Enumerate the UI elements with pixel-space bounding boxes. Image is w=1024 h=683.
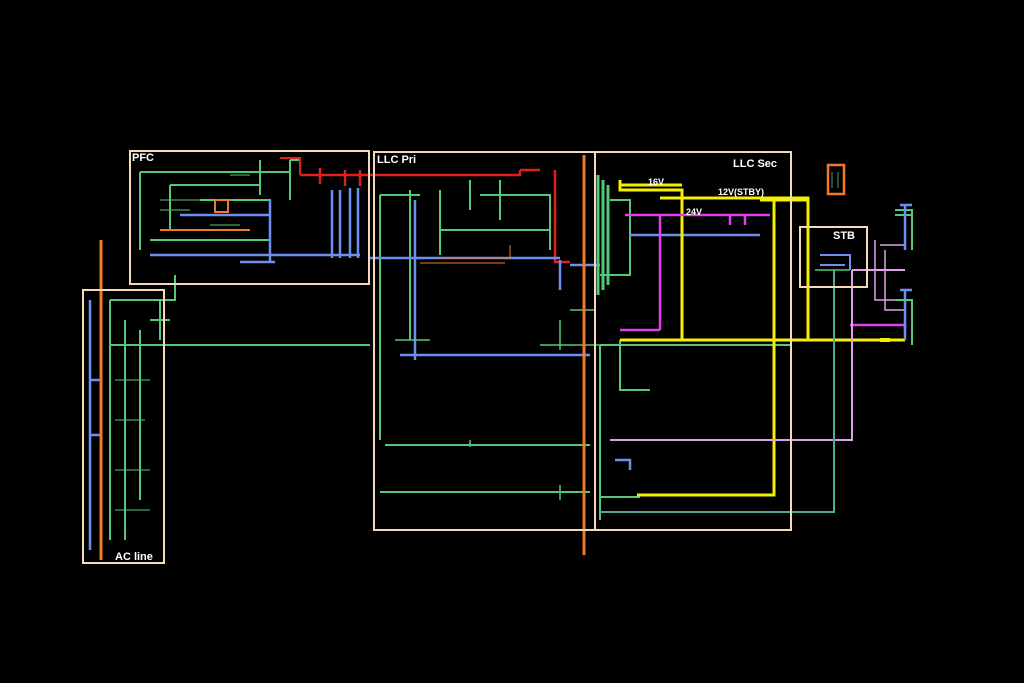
stb-block [799,226,868,288]
return-lines [600,240,905,513]
connector-top-blue [900,203,912,250]
rail-24v-label: 24V [686,207,703,217]
llc-sec-label: LLC Sec [733,158,778,170]
ac-blue-net [88,300,100,550]
stb-blue-net [820,254,851,270]
rail-16v-label: 16V [648,177,665,187]
yellow-rails [618,180,905,497]
connector-bottom-green [895,299,913,345]
teal-return [600,270,835,513]
llc-pri-label: LLC Pri [377,154,417,166]
rail-12v-stby [660,196,810,340]
rail-16v [618,180,684,340]
ac-green-detail [115,379,150,511]
connector-bottom-blue [900,288,912,340]
rail-24v [620,213,770,332]
pfc-orange-net [160,199,250,231]
llc-pri-green-net [379,180,590,493]
magenta-net [850,323,907,330]
sec-blue-net [615,233,760,470]
llc-pri-block [373,151,596,531]
ac-line-block [82,289,165,564]
rail-12v-stby-label: 12V(STBY) [718,187,765,197]
connector-top-green [895,209,913,250]
stb-wiring [815,254,851,271]
pfc-red-net [280,157,301,175]
pfc-block [129,150,370,285]
llc-sec-wiring [596,175,790,520]
orange-fuse-inner [831,172,839,188]
ac-line-label: AC line [115,551,153,563]
llc-pri-orange-net [420,245,511,264]
llc-pri-wiring [370,180,600,500]
orange-fuse-box [826,163,846,196]
sec-green-transformer [596,175,610,295]
pfc-wiring [139,157,360,264]
pfc-label: PFC [132,152,154,164]
orange-verticals [99,155,586,560]
red-bus-main [300,168,540,186]
pfc-blue-bus [150,200,360,264]
rail-yellow-loop [637,200,776,497]
llc-sec-block [594,151,792,531]
red-hv-bus [300,168,570,264]
red-bus-drop [553,170,570,264]
pfc-detail-1 [160,174,250,226]
stb-label: STB [833,230,855,242]
sec-green-net [599,199,790,520]
connector-wiring [880,203,913,345]
ac-green-net [109,275,370,540]
ac-line-wiring [88,275,370,550]
pfc-blue-verticals [330,188,360,258]
pink-return [610,269,905,441]
